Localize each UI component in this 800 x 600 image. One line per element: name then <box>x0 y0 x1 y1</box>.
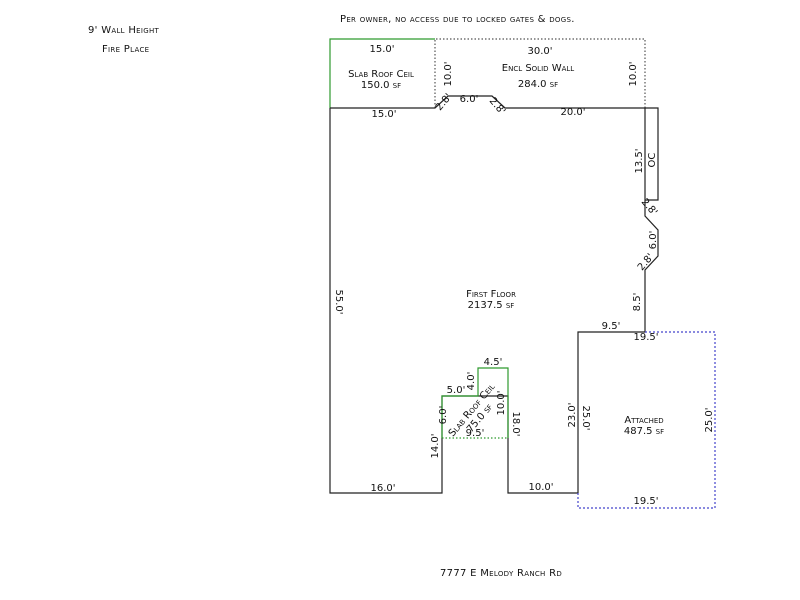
dim-top-15: 15.0' <box>369 44 394 55</box>
slab-roof-name: Slab Roof Ceil <box>348 69 414 80</box>
dim-right-8-5: 8.5' <box>632 293 643 312</box>
dim-att-right-25: 25.0' <box>704 407 715 432</box>
dim-notch-18: 18.0' <box>510 411 521 436</box>
dim-att-inner-25: 25.0' <box>580 405 591 430</box>
encl-solid-wall-name: Encl Solid Wall <box>502 63 574 74</box>
dim-top-30: 30.0' <box>527 46 552 57</box>
attached-outline <box>577 331 716 509</box>
dim-slab-10: 10.0' <box>443 61 454 86</box>
owner-access-note: Per owner, no access due to locked gates… <box>340 14 575 25</box>
slab-roof-area: 150.0 sf <box>361 80 401 91</box>
dim-bottom-16: 16.0' <box>370 483 395 494</box>
dim-notch-10: 10.0' <box>496 390 507 415</box>
dim-step-9-5: 9.5' <box>602 321 621 332</box>
dim-oc: OC <box>647 153 658 168</box>
dim-encl-10-right: 10.0' <box>628 61 639 86</box>
small-slab-roof-outline <box>441 367 509 438</box>
dim-bottom-10: 10.0' <box>528 482 553 493</box>
dim-att-left-23: 23.0' <box>567 402 578 427</box>
dim-right-6: 6.0' <box>648 231 659 250</box>
dim-right-2-8-b: 2.8' <box>636 252 656 273</box>
dim-bay-2-8-left: 2.8' <box>434 92 454 113</box>
encl-solid-wall-area: 284.0 sf <box>518 79 558 90</box>
wall-height-note: 9' Wall Height <box>88 25 160 36</box>
dim-notch-4-5: 4.5' <box>484 357 503 368</box>
dim-notch-9-5: 9.5' <box>466 428 485 439</box>
dim-att-top-19-5: 19.5' <box>633 332 658 343</box>
attached-name: Attached <box>624 415 663 426</box>
first-floor-area: 2137.5 sf <box>468 300 515 311</box>
dim-top-20: 20.0' <box>560 107 585 118</box>
dim-notch-14: 14.0' <box>430 433 441 458</box>
dim-left-55: 55.0' <box>333 289 344 314</box>
dim-notch-6: 6.0' <box>438 406 449 425</box>
slab-roof-outline <box>329 38 435 108</box>
dim-mid-15: 15.0' <box>371 109 396 120</box>
dim-right-13-5: 13.5' <box>634 148 645 173</box>
dim-notch-4: 4.0' <box>466 372 477 391</box>
dim-bay-2-8-right: 2.8' <box>487 96 507 117</box>
oc-bumpout <box>645 107 659 201</box>
dim-att-bottom-19-5: 19.5' <box>633 496 658 507</box>
property-address: 7777 E Melody Ranch Rd <box>440 568 563 579</box>
dim-notch-5: 5.0' <box>447 385 466 396</box>
fire-place-note: Fire Place <box>102 44 150 55</box>
attached-area: 487.5 sf <box>624 426 664 437</box>
dim-bay-6: 6.0' <box>460 94 479 105</box>
first-floor-name: First Floor <box>466 289 516 300</box>
